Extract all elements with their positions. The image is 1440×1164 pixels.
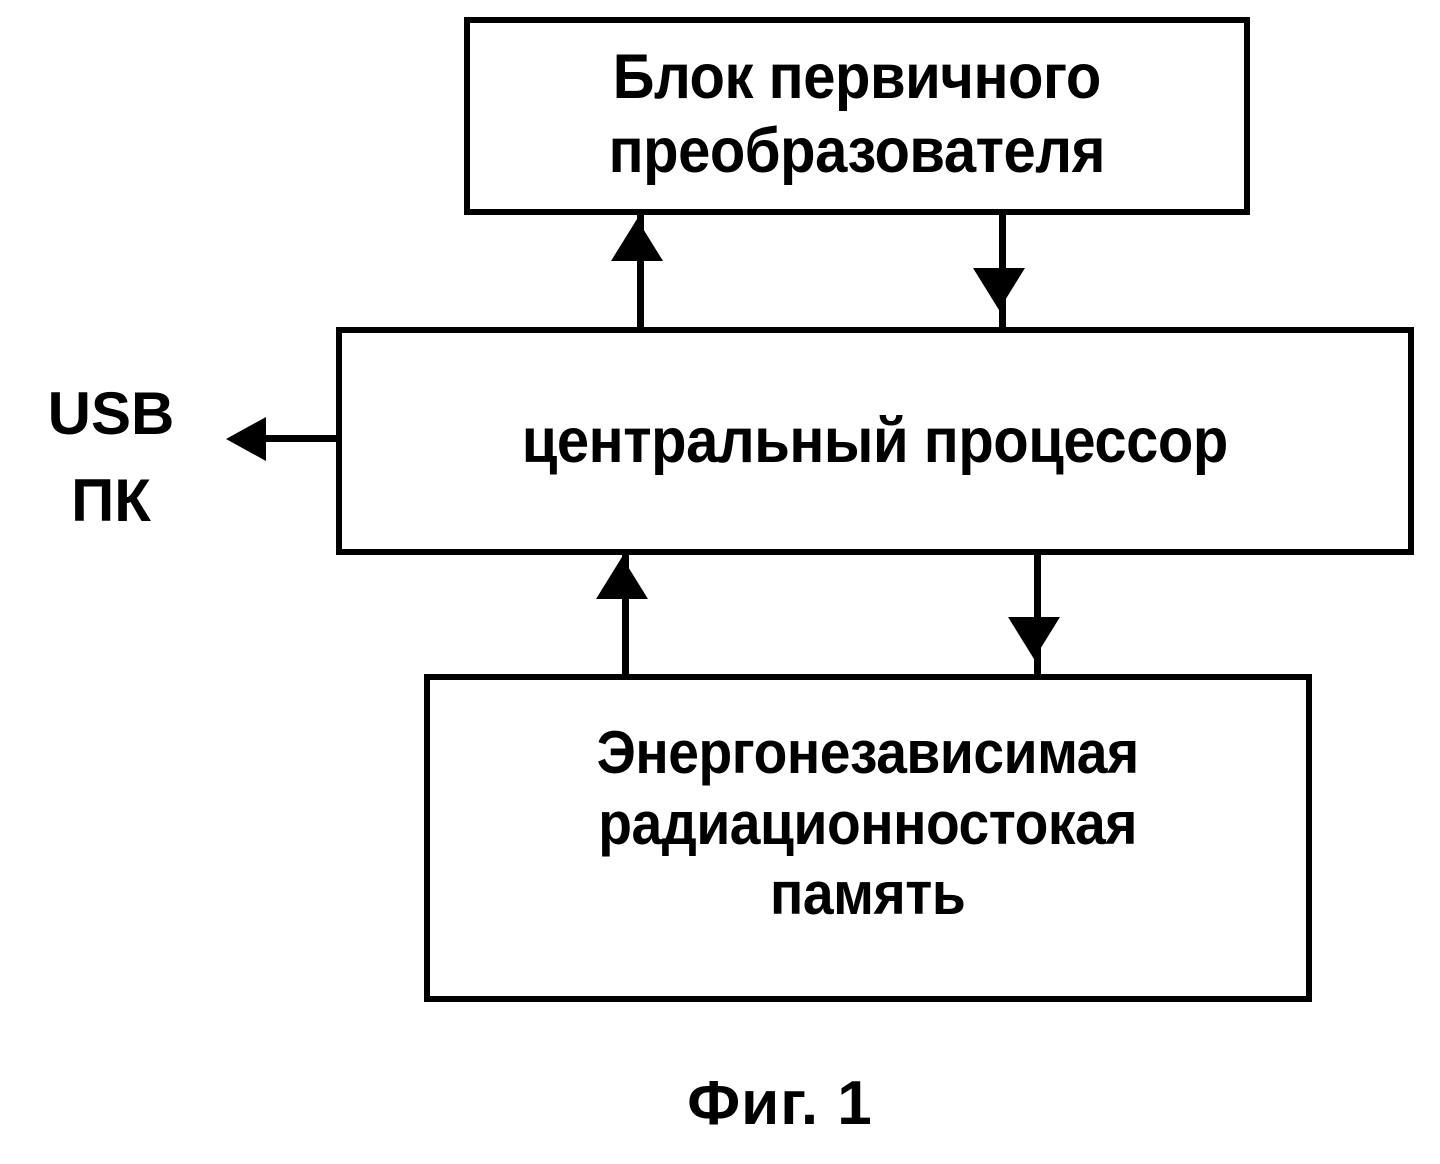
arrow-up-icon-memory-to-cpu [596, 557, 648, 599]
block-nonvolatile-memory: Энергонезависимая радиационностокая памя… [424, 674, 1312, 1002]
block-primary-transducer-label: Блок первичного преобразователя [608, 41, 1106, 186]
arrow-down-icon-transducer-to-cpu [973, 268, 1025, 310]
connector-memory-to-cpu-line [622, 553, 629, 679]
block-primary-transducer: Блок первичного преобразователя [464, 17, 1250, 215]
connector-cpu-to-memory-line [1034, 551, 1041, 679]
connector-cpu-to-usb-line [258, 435, 340, 442]
block-central-processor: центральный процессор [336, 327, 1414, 555]
arrow-down-icon-cpu-to-memory [1008, 617, 1060, 659]
connector-cpu-to-transducer-line [637, 215, 644, 331]
block-nonvolatile-memory-label: Энергонезависимая радиационностокая памя… [596, 718, 1140, 928]
external-label-usb-pc: USB ПК [47, 380, 175, 534]
block-central-processor-label: центральный процессор [521, 405, 1229, 476]
figure-caption: Фиг. 1 [687, 1069, 873, 1138]
arrow-left-icon-cpu-to-usb [226, 417, 266, 461]
arrow-up-icon-cpu-to-transducer [611, 219, 663, 261]
